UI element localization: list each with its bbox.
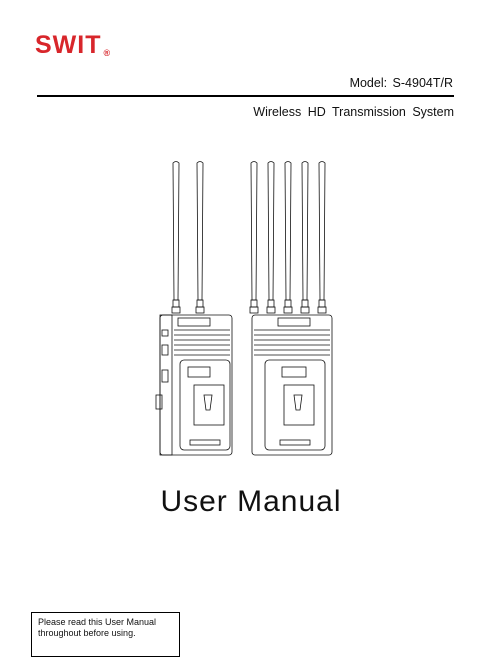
logo-text: SWIT [35,31,102,59]
header-divider [37,95,454,97]
receiver-antennas [249,161,327,314]
product-name: Wireless HD Transmission System [253,105,454,119]
swit-logo: SWIT® [35,33,110,58]
model-line: Model: S-4904T/R [349,76,453,90]
registered-mark: ® [103,48,111,58]
transmitter-body [155,314,233,456]
reading-note: Please read this User Manual throughout … [31,612,180,657]
transmitter-antennas [171,161,205,314]
receiver-body [251,314,333,456]
product-illustration [155,161,333,456]
manual-title: User Manual [160,485,342,518]
